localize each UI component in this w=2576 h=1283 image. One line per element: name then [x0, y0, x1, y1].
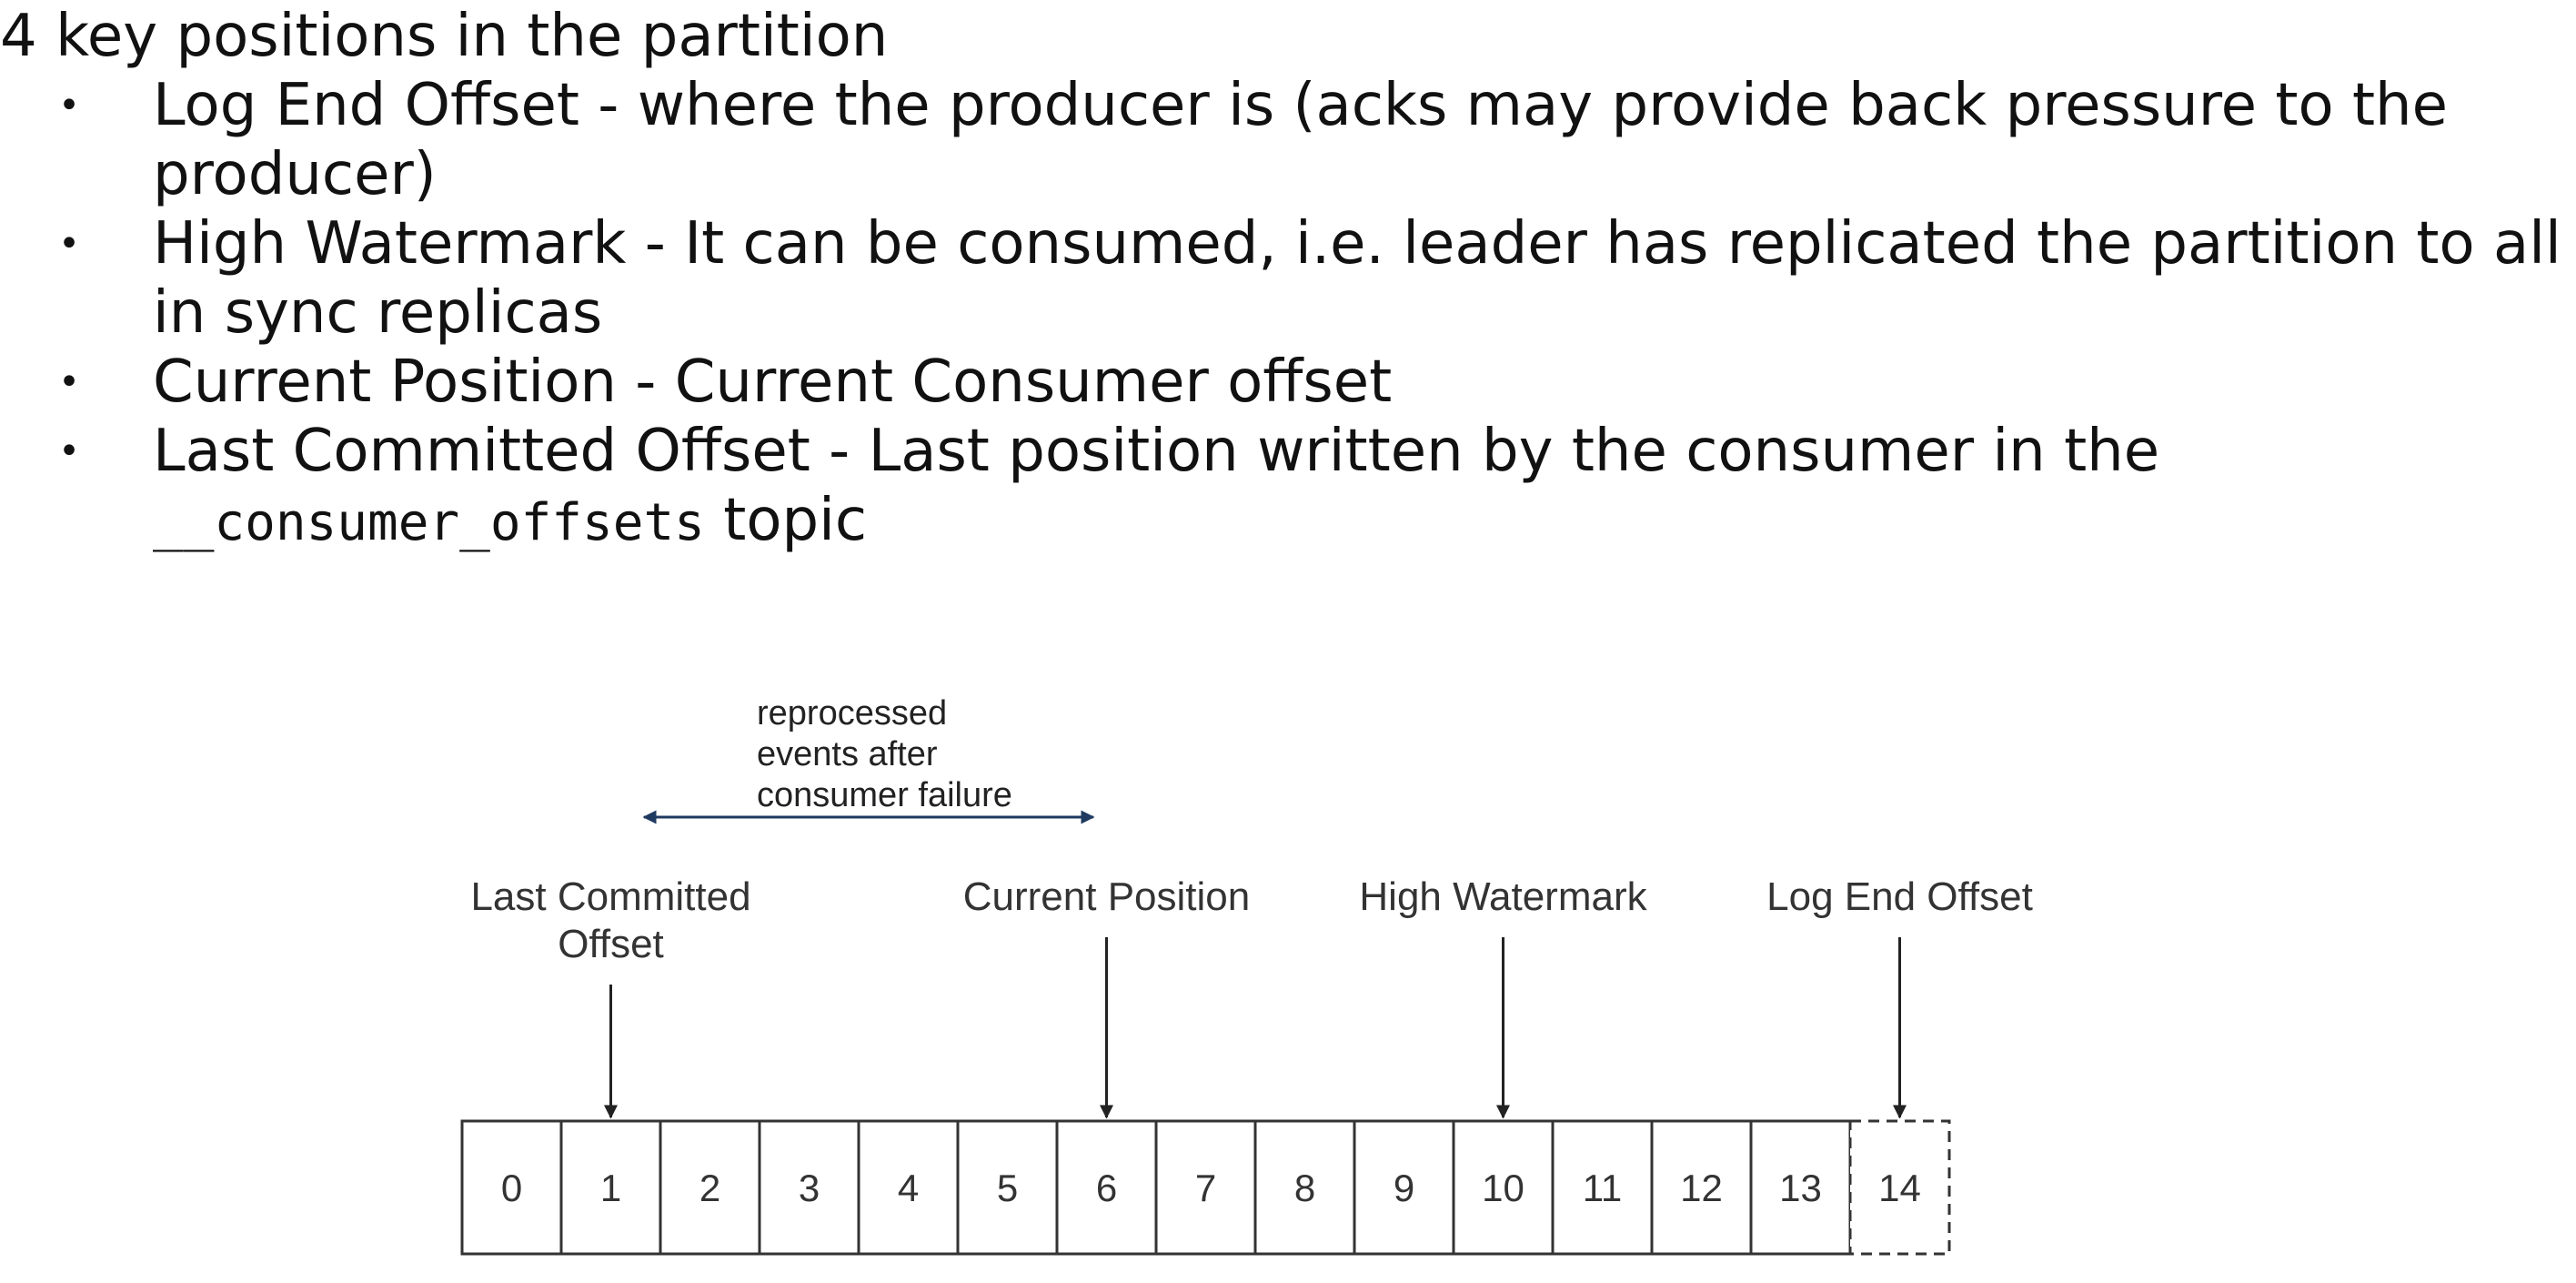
page-heading: 4 key positions in the partition [0, 3, 889, 70]
bullet-current-position: • Current Position - Current Consumer of… [0, 348, 2576, 417]
offset-cell [559, 1119, 662, 1256]
marker-label: Last Committed [470, 874, 750, 919]
bullet-log-end-offset: • Log End Offset - where the producer is… [0, 71, 2576, 209]
offset-cell [857, 1119, 960, 1256]
reprocessed-label-line: consumer failure [757, 776, 1012, 814]
offset-label: 1 [600, 1167, 621, 1209]
offset-label: 7 [1195, 1167, 1216, 1209]
offset-cell [659, 1119, 761, 1256]
offset-label: 10 [1482, 1167, 1524, 1209]
bullet-line: High Watermark - It can be consumed, i.e… [153, 210, 2561, 278]
offset-cell [460, 1119, 563, 1256]
offset-cell [1551, 1119, 1654, 1256]
offset-cell [1749, 1119, 1852, 1256]
bullet-line: Log End Offset - where the producer is (… [153, 72, 2448, 139]
bullet-line: Last Committed Offset - Last position wr… [153, 418, 2160, 485]
position-list: • Log End Offset - where the producer is… [0, 71, 2576, 558]
offset-label: 14 [1878, 1167, 1921, 1209]
bullet-dot: • [58, 361, 80, 403]
offset-cell [1650, 1119, 1753, 1256]
marker-label: Current Position [963, 874, 1250, 919]
offset-cell [956, 1119, 1059, 1256]
bullet-dot: • [58, 223, 80, 265]
marker-label: Offset [558, 922, 664, 966]
marker-label: High Watermark [1359, 874, 1647, 919]
bullet-dot: • [58, 85, 80, 126]
bullet-high-watermark: • High Watermark - It can be consumed, i… [0, 209, 2576, 348]
offset-label: 4 [898, 1167, 919, 1209]
bullet-line: __consumer_offsets topic [153, 486, 2576, 558]
offset-label: 11 [1583, 1167, 1623, 1209]
bullet-dot: • [58, 430, 80, 472]
reprocessed-annotation: reprocessed events after consumer failur… [642, 694, 1095, 824]
reprocessed-label-line: reprocessed [757, 694, 947, 732]
bullet-last-committed-offset: • Last Committed Offset - Last position … [0, 417, 2576, 558]
offset-cell [1452, 1119, 1555, 1256]
offset-label: 8 [1294, 1167, 1315, 1209]
offset-label: 3 [799, 1167, 820, 1209]
offset-label: 0 [501, 1167, 522, 1209]
offset-label: 12 [1680, 1167, 1723, 1209]
consumer-offsets-topic-code: __consumer_offsets [153, 493, 705, 552]
marker-label: Log End Offset [1766, 874, 2033, 919]
offset-cell [1353, 1119, 1455, 1256]
offset-cell-pending [1848, 1119, 1951, 1256]
offset-label: 6 [1096, 1167, 1117, 1209]
offset-label: 13 [1779, 1167, 1822, 1209]
bullet-line: in sync replicas [153, 279, 603, 347]
offset-label: 5 [997, 1167, 1018, 1209]
topic-suffix: topic [704, 487, 868, 554]
offset-label: 2 [699, 1167, 720, 1209]
bullet-line: producer) [153, 141, 437, 208]
offset-label: 9 [1394, 1167, 1414, 1209]
reprocessed-label-line: events after [757, 735, 938, 773]
offset-cell [758, 1119, 860, 1256]
bullet-line: Current Position - Current Consumer offs… [153, 349, 1393, 416]
